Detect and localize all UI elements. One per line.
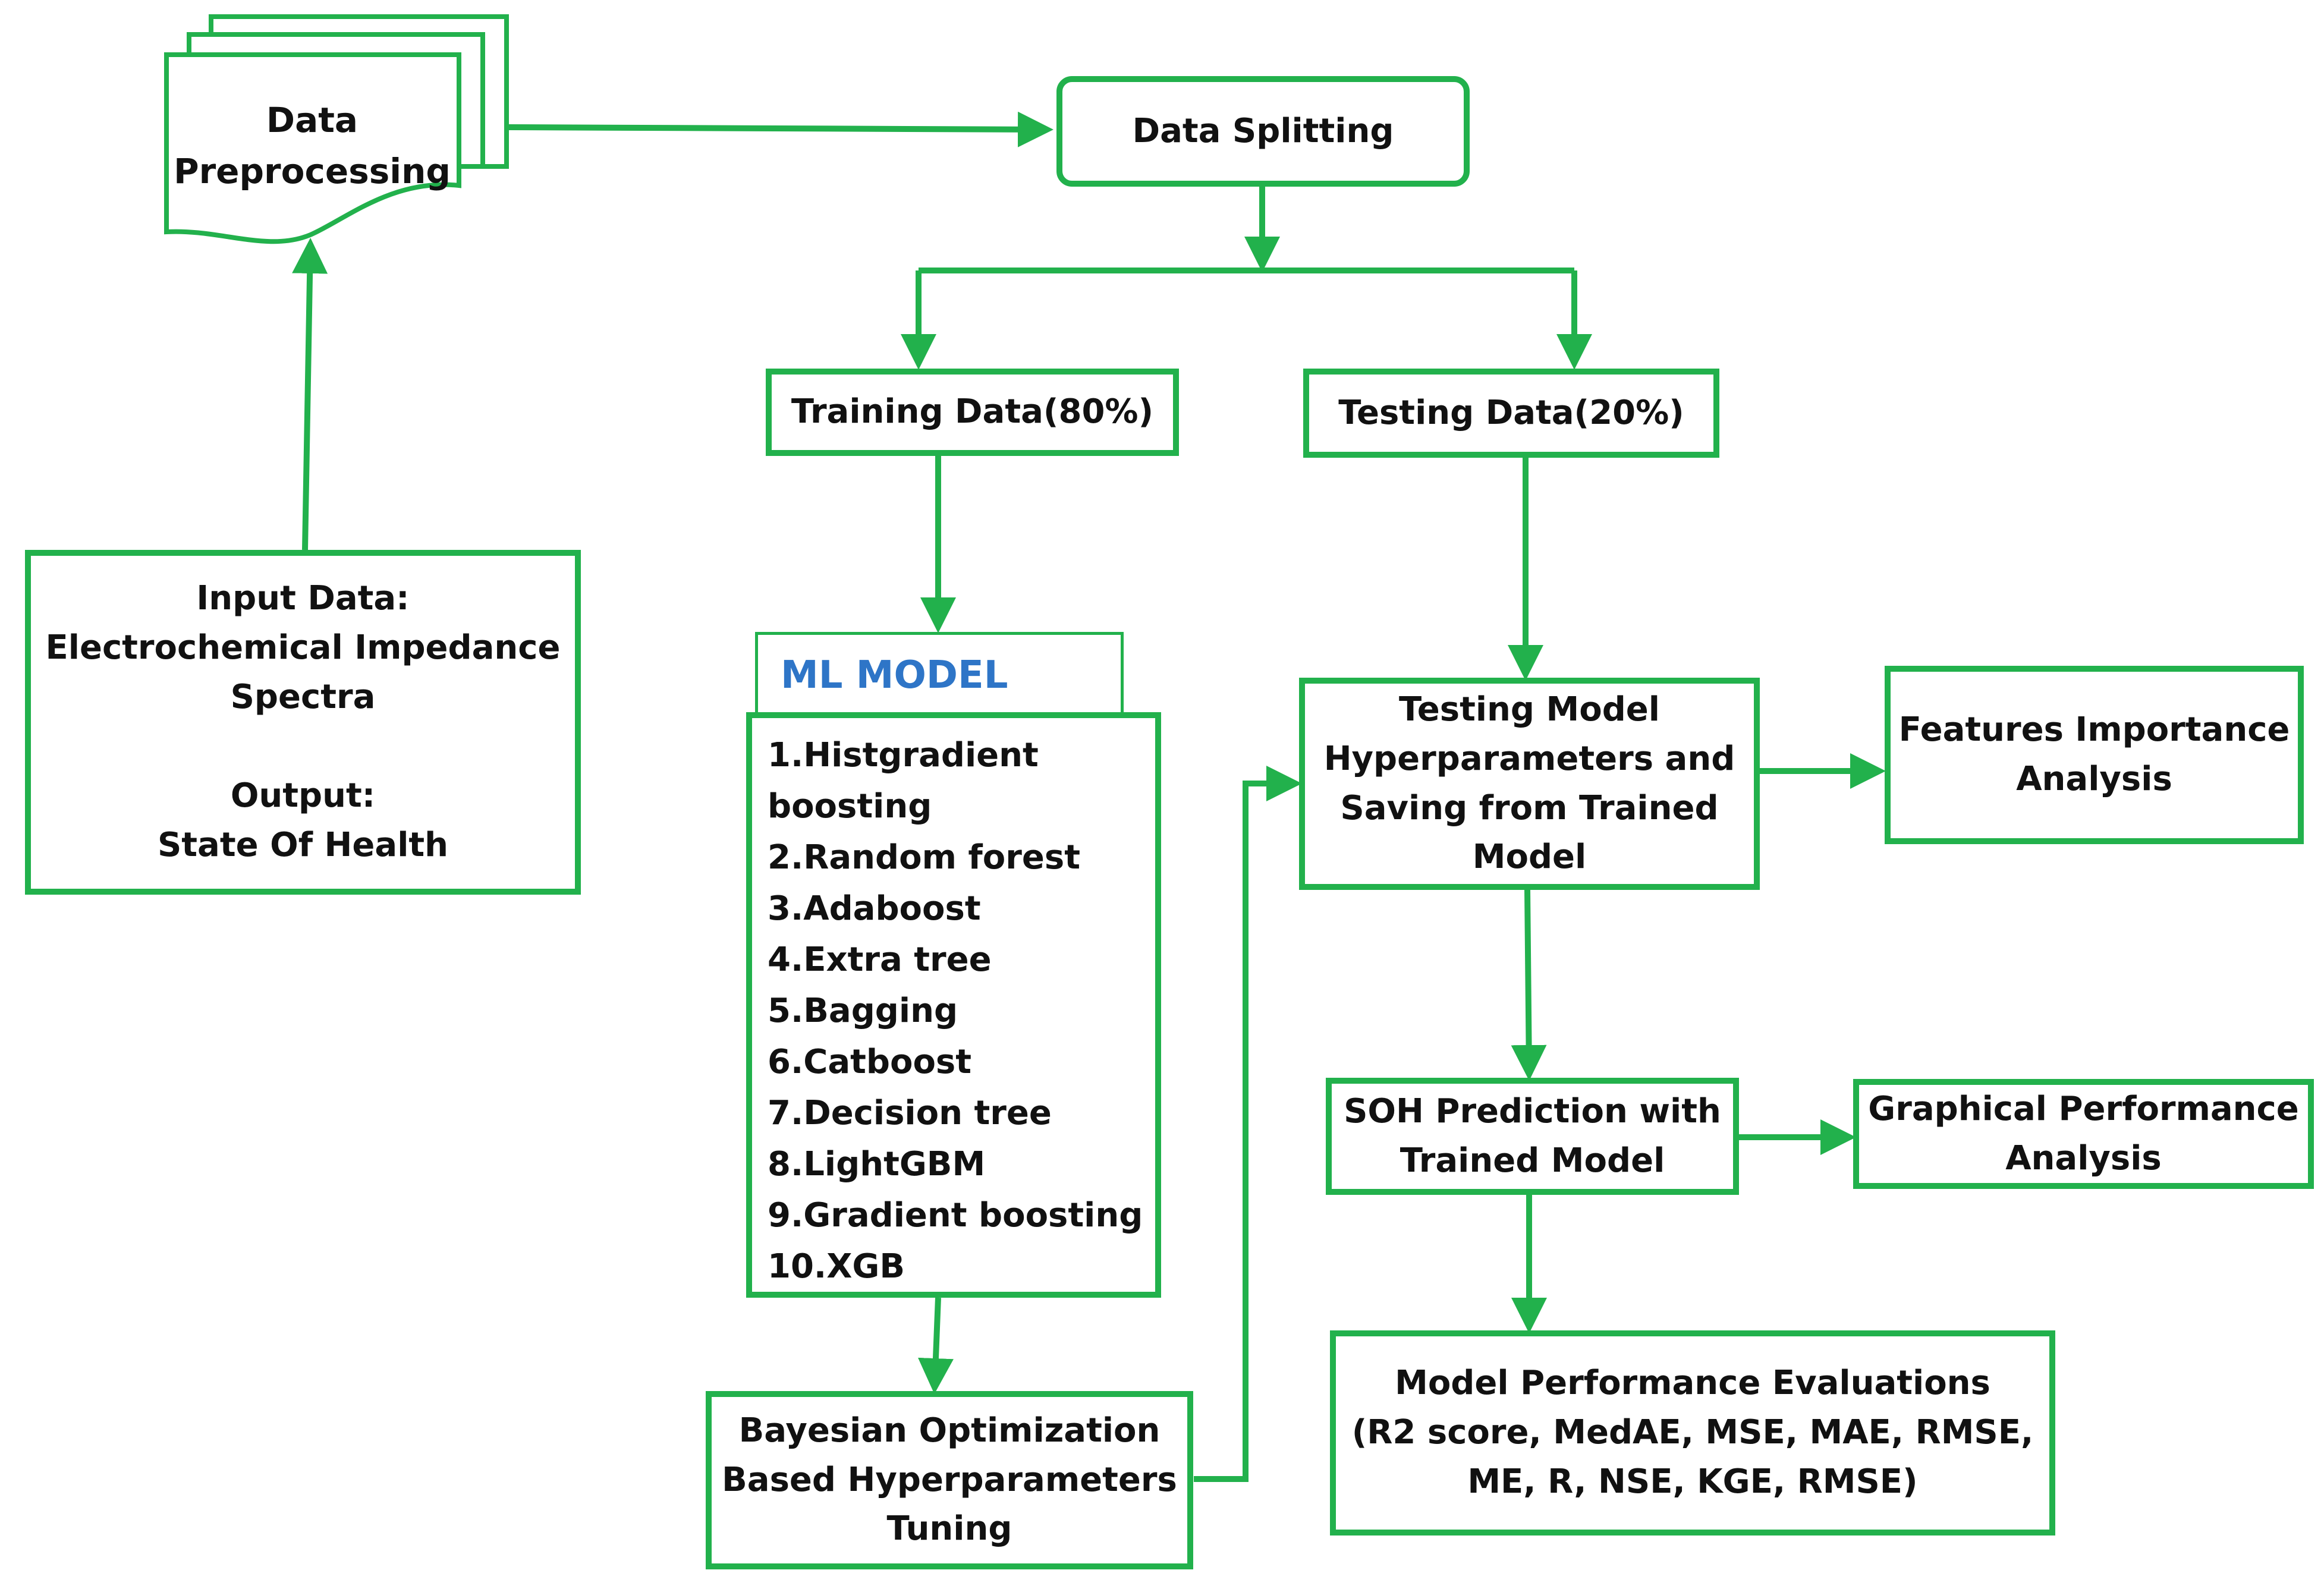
list-item: 2.Random forest [768, 838, 1080, 877]
list-item: 9.Gradient boosting [768, 1196, 1143, 1235]
arrow-ml-to-bayesian [917, 1297, 954, 1394]
features-importance-label: Features Importance Analysis [1898, 710, 2290, 798]
testing-data-box: Testing Data(20%) [1303, 369, 1719, 458]
list-item: boosting [768, 787, 932, 826]
list-item: 4.Extra tree [768, 940, 992, 979]
bayesian-optimization-box: Bayesian Optimization Based Hyperparamet… [706, 1391, 1193, 1569]
graphical-performance-label: Graphical Performance Analysis [1868, 1089, 2299, 1178]
arrow-bayesian-to-testmodel [1194, 766, 1302, 1482]
features-importance-box: Features Importance Analysis [1885, 666, 2304, 844]
list-item: 5.Bagging [768, 992, 958, 1030]
model-performance-box: Model Performance Evaluations (R2 score,… [1330, 1330, 2055, 1535]
testing-model-label: Testing Model Hyperparameters and Saving… [1323, 690, 1735, 877]
soh-prediction-label: SOH Prediction with Trained Model [1344, 1091, 1721, 1180]
testing-model-box: Testing Model Hyperparameters and Saving… [1299, 678, 1760, 890]
data-splitting-label: Data Splitting [1132, 111, 1394, 150]
graphical-performance-box: Graphical Performance Analysis [1853, 1079, 2314, 1189]
arrow-input-to-preprocessing [292, 238, 328, 550]
ml-model-list: 1.Histgradient boosting 2.Random forest … [746, 712, 1161, 1298]
data-preprocessing-label: Data Preprocessing [174, 100, 451, 191]
list-item: 6.Catboost [768, 1043, 972, 1081]
arrow-preprocessing-to-splitting [508, 111, 1053, 147]
list-item: 8.LightGBM [768, 1145, 986, 1184]
list-item: 3.Adaboost [768, 889, 981, 928]
soh-prediction-box: SOH Prediction with Trained Model [1326, 1078, 1739, 1195]
model-performance-label: Model Performance Evaluations (R2 score,… [1351, 1364, 2034, 1501]
training-data-label: Training Data(80%) [791, 392, 1154, 432]
arrow-testmodel-to-soh [1511, 889, 1547, 1081]
training-data-box: Training Data(80%) [766, 369, 1179, 456]
list-item: 7.Decision tree [768, 1094, 1052, 1132]
input-output-label: Input Data: Electrochemical Impedance Sp… [45, 579, 561, 864]
testing-data-label: Testing Data(20%) [1338, 393, 1684, 432]
multi-document-shape [164, 14, 509, 244]
data-splitting-box: Data Splitting [1056, 76, 1470, 187]
list-item: 1.Histgradient [768, 736, 1039, 775]
list-item: 10.XGB [768, 1247, 905, 1286]
bayesian-optimization-label: Bayesian Optimization Based Hyperparamet… [722, 1411, 1177, 1549]
ml-model-title: ML MODEL [755, 632, 1124, 715]
input-output-box: Input Data: Electrochemical Impedance Sp… [25, 550, 581, 895]
